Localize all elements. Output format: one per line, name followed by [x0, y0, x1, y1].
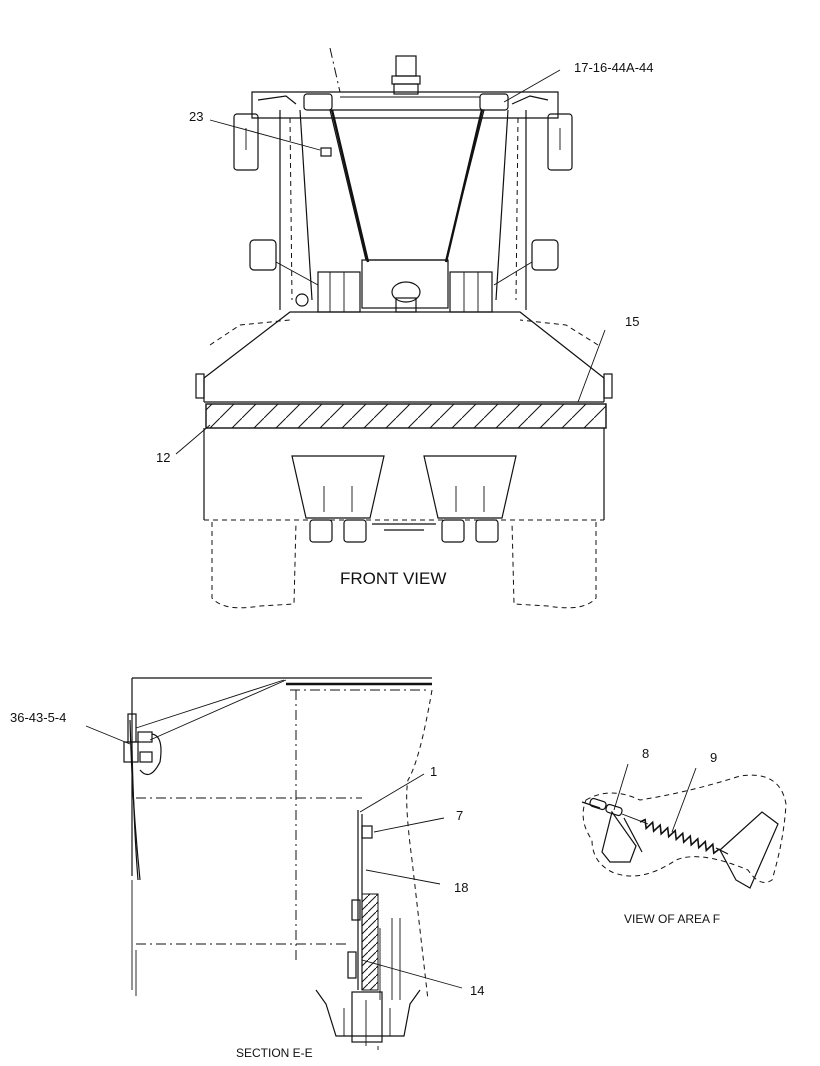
- spring-9: [639, 818, 721, 855]
- right-chute: [423, 455, 517, 519]
- view-of-area-f: 8 9 VIEW OF AREA F: [581, 746, 787, 926]
- left-work-lamp: [303, 93, 333, 111]
- left-mirror: [233, 95, 297, 171]
- section-caption: SECTION E-E: [236, 1046, 313, 1060]
- foot-3: [441, 519, 465, 543]
- chain: [581, 797, 649, 863]
- hatched-strip: [205, 403, 607, 429]
- front-view-caption: FRONT VIEW: [340, 569, 446, 588]
- callout-9: 9: [710, 750, 717, 765]
- left-bracket: [195, 373, 205, 399]
- callout-23: 23: [189, 109, 203, 124]
- callout-36-43-5-4: 36-43-5-4: [10, 710, 66, 725]
- area-outline: [582, 774, 787, 883]
- foot-1: [309, 519, 333, 543]
- callout-18: 18: [454, 880, 468, 895]
- callout-12: 12: [156, 450, 170, 465]
- left-side-lamp: [249, 239, 277, 271]
- callout-8: 8: [642, 746, 649, 761]
- left-wheel: [211, 521, 297, 609]
- lift-mechanism: [295, 259, 493, 313]
- section-e-e: 36-43-5-4 1 7 18 14 SECTION E-E: [10, 677, 484, 1060]
- callout-1: 1: [430, 764, 437, 779]
- right-wheel: [511, 521, 597, 609]
- callout-7: 7: [456, 808, 463, 823]
- hopper-top: [203, 311, 605, 379]
- label-23-marker: [320, 147, 332, 157]
- part-14: [361, 893, 379, 991]
- right-side-lamp: [531, 239, 559, 271]
- hopper-side: [406, 689, 433, 1001]
- lower-body: [203, 428, 605, 520]
- foot-2: [343, 519, 367, 543]
- front-view: 17-16-44A-44 23 15 12 FRONT VIEW: [156, 47, 654, 609]
- area-caption: VIEW OF AREA F: [624, 912, 720, 926]
- bottom-fixture: [315, 989, 421, 1037]
- right-bracket: [603, 373, 613, 399]
- right-work-lamp: [479, 93, 509, 111]
- beacon-light: [391, 55, 421, 95]
- callout-14: 14: [470, 983, 484, 998]
- spring-bracket: [719, 811, 779, 889]
- center-line: [329, 47, 341, 93]
- top-cab-bar: [251, 91, 559, 119]
- callout-15: 15: [625, 314, 639, 329]
- center-panel: [329, 109, 485, 261]
- right-mirror: [511, 95, 573, 171]
- callout-17-16-44A-44: 17-16-44A-44: [574, 60, 654, 75]
- latch-36-43-5-4: [123, 713, 162, 776]
- part-7: [361, 825, 373, 839]
- foot-4: [475, 519, 499, 543]
- left-chute: [291, 455, 385, 519]
